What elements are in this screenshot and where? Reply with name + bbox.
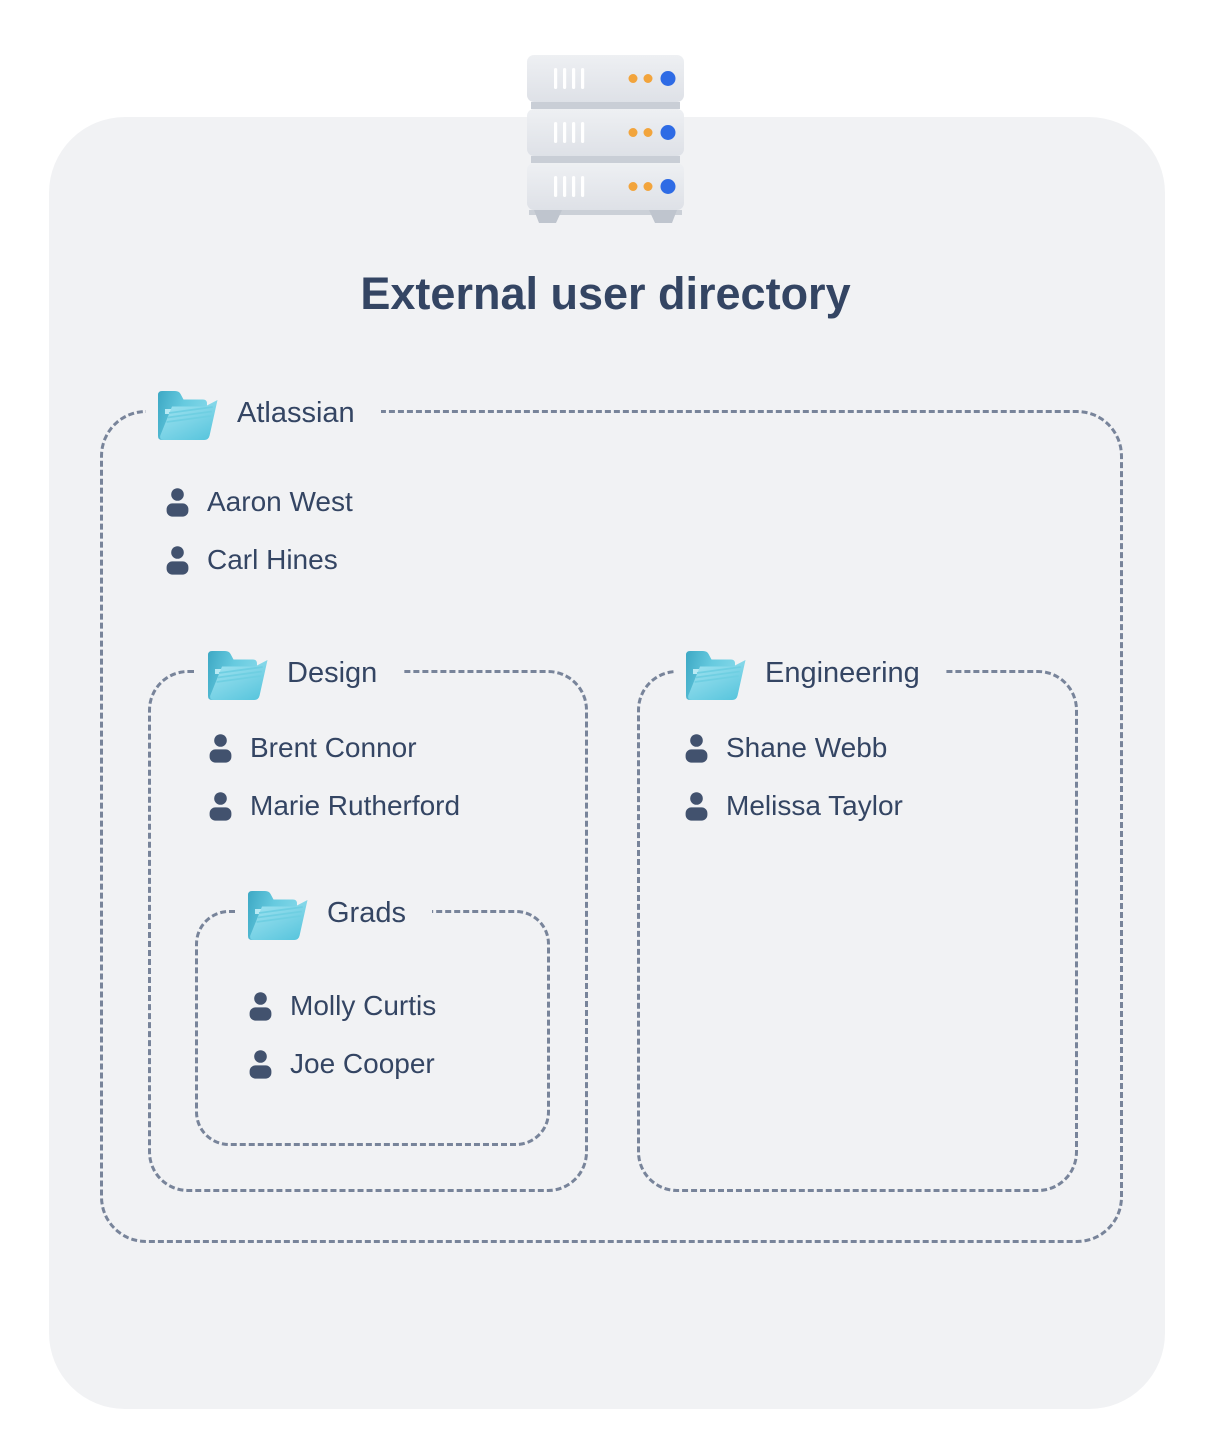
group-box-engineering: Engineering Shane Webb Melissa Taylor [637,640,1078,1192]
user-name: Marie Rutherford [250,790,461,821]
person-icon [166,487,189,517]
group-label-atlassian: Atlassian [146,380,381,446]
user-name: Brent Connor [250,732,417,763]
user-name: Melissa Taylor [726,790,903,821]
user-row: Shane Webb [684,732,903,764]
user-list-design: Brent Connor Marie Rutherford [208,732,460,822]
user-row: Aaron West [165,486,353,518]
person-icon [685,733,708,763]
user-list-grads: Molly Curtis Joe Cooper [248,990,436,1080]
user-row: Carl Hines [165,544,353,576]
folder-icon [248,891,308,940]
user-row: Melissa Taylor [684,790,903,822]
directory-card [49,117,1165,1409]
group-name: Atlassian [237,396,355,429]
person-icon [685,791,708,821]
person-icon [209,733,232,763]
folder-icon [686,651,746,700]
group-box-atlassian: Atlassian Aaron West Carl Hines [100,380,1123,1243]
group-name: Design [287,656,378,689]
folder-icon [208,651,268,700]
user-row: Brent Connor [208,732,460,764]
group-box-design: Design Brent Connor Marie Rutherford [148,640,588,1192]
group-box-grads: Grads Molly Curtis [195,880,550,1146]
user-name: Shane Webb [726,732,888,763]
folder-icon [158,391,218,440]
user-name: Carl Hines [207,544,338,575]
user-row: Marie Rutherford [208,790,460,822]
user-name: Molly Curtis [290,990,437,1021]
user-list-atlassian: Aaron West Carl Hines [165,486,353,576]
group-label-design: Design [196,640,404,706]
group-label-grads: Grads [236,880,432,946]
user-name: Aaron West [207,486,353,517]
group-label-engineering: Engineering [674,640,946,706]
group-name: Engineering [765,656,920,689]
user-list-engineering: Shane Webb Melissa Taylor [684,732,903,822]
user-row: Joe Cooper [248,1048,436,1080]
person-icon [209,791,232,821]
person-icon [249,1049,272,1079]
person-icon [166,545,189,575]
server-stack-icon [527,55,684,223]
person-icon [249,991,272,1021]
group-name: Grads [327,896,406,929]
user-row: Molly Curtis [248,990,436,1022]
user-name: Joe Cooper [290,1048,435,1079]
page-title: External user directory [360,268,851,319]
